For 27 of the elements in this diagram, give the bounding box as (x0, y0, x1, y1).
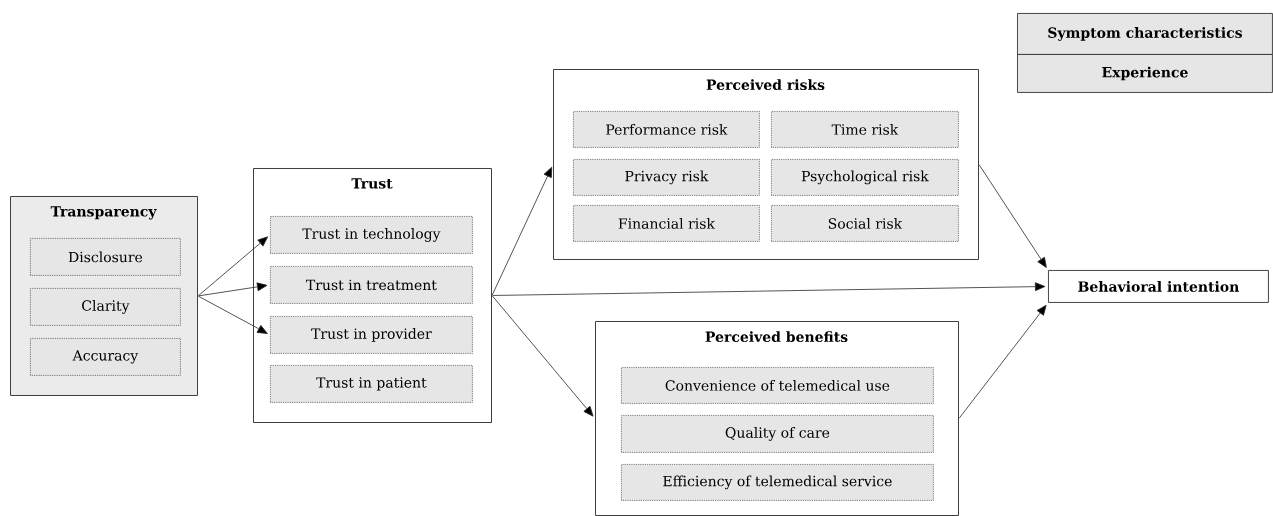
item-box: Trust in treatment (270, 266, 473, 304)
item-box: Disclosure (30, 238, 181, 276)
item-box: Efficiency of telemedical service (621, 464, 934, 501)
item-box: Psychological risk (771, 159, 959, 196)
item-box: Social risk (771, 205, 959, 242)
item-box: Accuracy (30, 338, 181, 376)
item-box: Time risk (771, 111, 959, 148)
arrow (198, 236, 269, 297)
moderator-box: Symptom characteristics (1017, 13, 1273, 55)
item-box: Trust in technology (270, 216, 473, 254)
arrow (492, 282, 1046, 296)
item-box: Performance risk (573, 111, 760, 148)
arrow (198, 295, 268, 334)
moderator-box: Experience (1017, 54, 1273, 93)
arrow (958, 304, 1047, 419)
item-box: Privacy risk (573, 159, 760, 196)
arrow (978, 164, 1047, 268)
arrow (198, 282, 268, 297)
item-box: Clarity (30, 288, 181, 326)
arrow (491, 295, 594, 417)
item-box: Quality of care (621, 415, 934, 453)
item-box: Trust in provider (270, 316, 473, 354)
item-box: Trust in patient (270, 365, 473, 403)
item-box: Financial risk (573, 205, 760, 242)
item-box: Convenience of telemedical use (621, 367, 934, 404)
outcome-box: Behavioral intention (1048, 270, 1269, 303)
arrow (491, 166, 553, 296)
